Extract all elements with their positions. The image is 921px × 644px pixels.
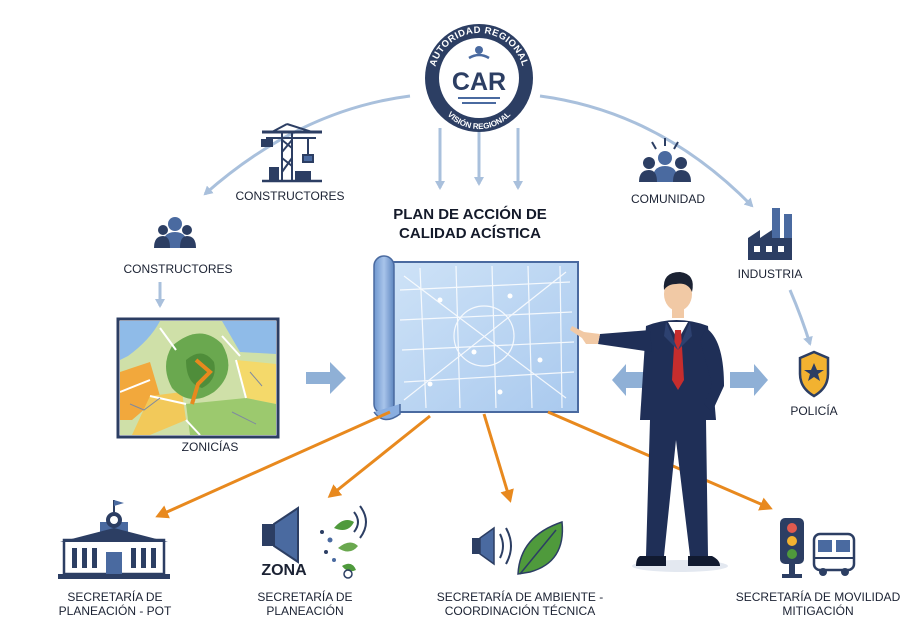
label-movilidad-line1: SECRETARÍA DE MOVILIDAD	[735, 590, 901, 604]
label-ambiente: SECRETARÍA DE AMBIENTE - COORDINACIÓN TÉ…	[420, 590, 620, 618]
label-planeacion: SECRETARÍA DE PLANEACIÓN	[240, 590, 370, 618]
label-movilidad: SECRETARÍA DE MOVILIDAD MITIGACIÓN	[718, 590, 918, 618]
label-constructores-left: CONSTRUCTORES	[123, 262, 233, 276]
crane-icon	[261, 123, 322, 183]
label-comunidad: COMUNIDAD	[631, 192, 705, 206]
arc-arrow-left	[203, 94, 411, 196]
label-ambiente-line2: COORDINACIÓN TÉCNICA	[444, 604, 596, 618]
label-movilidad-line2: MITIGACIÓN	[782, 604, 854, 618]
arc-arrow-right	[539, 94, 754, 208]
label-planeacion-line2: PLANEACIÓN	[266, 604, 344, 618]
label-zonicias: ZONICÍAS	[181, 440, 239, 454]
arrow-map-to-plan	[306, 362, 346, 394]
label-ambiente-line1: SECRETARÍA DE AMBIENTE -	[436, 590, 604, 604]
factory-icon	[748, 208, 792, 260]
label-zona: ZONA	[261, 562, 307, 579]
center-title: PLAN DE ACCIÓN DE CALIDAD ACÍSTICA	[370, 205, 570, 243]
plan-scroll	[373, 255, 579, 421]
label-planeacion-pot: SECRETARÍA DE PLANEACIÓN - POT	[40, 590, 190, 618]
orange-arrow-planeacion	[327, 414, 431, 498]
zoning-map	[116, 317, 280, 439]
people-group-icon-left	[154, 217, 196, 248]
label-policia: POLICÍA	[790, 404, 838, 418]
label-constructores-top: CONSTRUCTORES	[235, 189, 345, 203]
traffic-light-bus-icon	[780, 518, 856, 578]
arrow-to-policia-right	[730, 364, 768, 396]
speaker-leaf-icon	[472, 520, 564, 575]
label-planeacion-pot-line1: SECRETARÍA DE	[67, 590, 163, 604]
label-planeacion-pot-line2: PLANEACIÓN - POT	[58, 604, 172, 618]
arrow-to-plan-left	[612, 364, 646, 396]
speaker-leaves-icon	[262, 505, 367, 579]
center-title-line2: CALIDAD ACÍSTICA	[399, 225, 541, 242]
city-hall-icon	[58, 500, 170, 579]
orange-arrow-pot	[155, 410, 391, 519]
connector-industria-policia	[788, 289, 813, 346]
community-icon	[639, 138, 691, 182]
center-title-line1: PLAN DE ACCIÓN DE	[393, 206, 547, 223]
emblem-abbr: CAR	[452, 68, 506, 96]
car-emblem: AUTORIDAD REGIONAL VISIÓN REGIONAL CAR	[425, 24, 533, 132]
police-badge-icon	[798, 350, 830, 398]
orange-arrow-ambiente	[482, 413, 514, 503]
label-planeacion-line1: SECRETARÍA DE	[257, 590, 353, 604]
label-industria: INDUSTRIA	[737, 267, 803, 281]
businessman-figure	[570, 272, 728, 572]
